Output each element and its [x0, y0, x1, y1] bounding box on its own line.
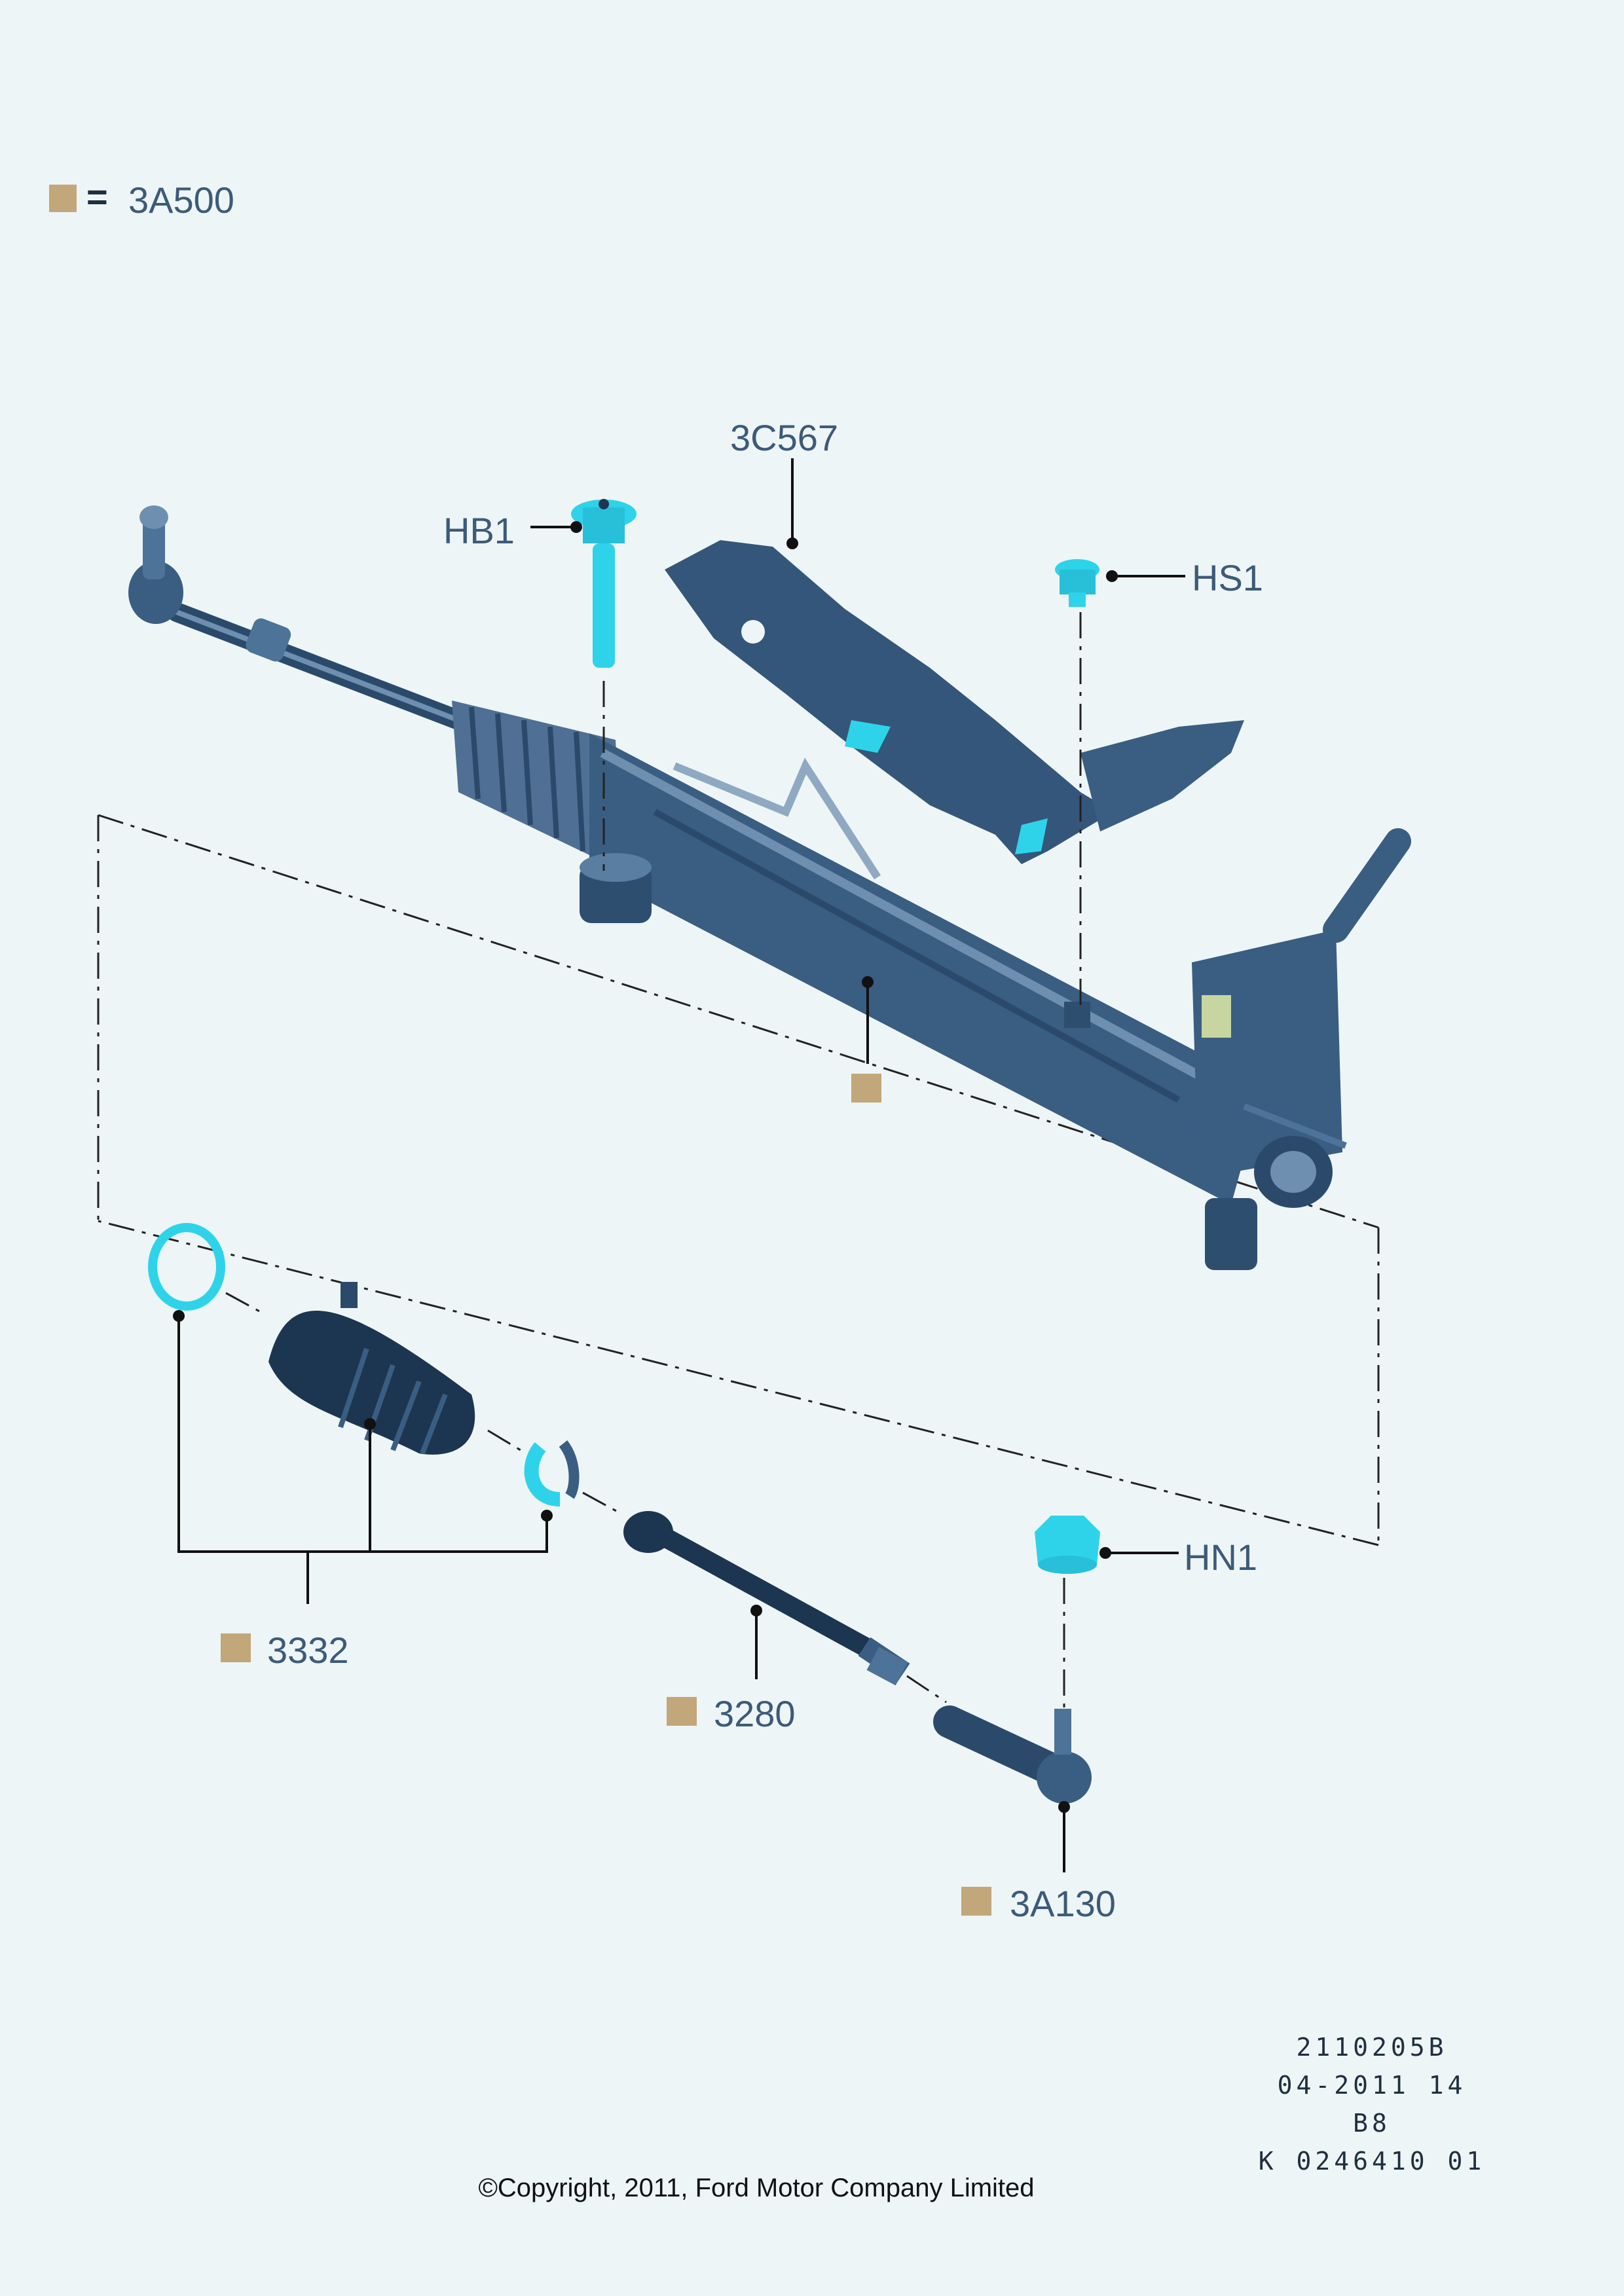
meta-line-2: 04-2011 14: [1278, 2071, 1467, 2100]
inner-tie-rod-swatch: [667, 1697, 697, 1726]
bolt-hb1-illustration: [571, 499, 637, 668]
meta-line-1: 2110205B: [1296, 2033, 1447, 2062]
legend-code: 3A500: [128, 179, 234, 221]
nut-hn1-illustration: [1035, 1516, 1100, 1574]
screw-hs1-illustration: [1055, 559, 1099, 607]
rack-swatch: [851, 1074, 881, 1102]
label-bracket: 3C567: [730, 417, 838, 458]
tie-rod-end-illustration: [933, 1705, 1092, 1804]
leader-lines: [173, 458, 1185, 1872]
label-tie-rod-end: 3A130: [1010, 1883, 1116, 1924]
meta-line-3: B8: [1353, 2109, 1391, 2138]
steering-gear-illustration: [128, 505, 1411, 1270]
legend-equals: =: [86, 176, 108, 217]
label-bolt: HB1: [443, 510, 515, 551]
inner-tie-rod-illustration: [623, 1511, 910, 1686]
meta-line-4: K 0246410 01: [1259, 2147, 1486, 2176]
boot-kit-swatch: [221, 1633, 251, 1662]
heat-shield-bracket-illustration: [665, 540, 1244, 864]
label-nut: HN1: [1184, 1537, 1257, 1578]
label-inner-tie-rod: 3280: [714, 1693, 796, 1734]
label-screw: HS1: [1192, 557, 1263, 598]
copyright: ©Copyright, 2011, Ford Motor Company Lim…: [478, 2174, 1034, 2202]
tie-rod-end-swatch: [961, 1887, 991, 1916]
label-boot-kit: 3332: [267, 1630, 349, 1671]
boot-kit-illustration: [148, 1223, 580, 1506]
assembly-center-lines: [225, 612, 1082, 1709]
legend-swatch: [49, 185, 77, 212]
